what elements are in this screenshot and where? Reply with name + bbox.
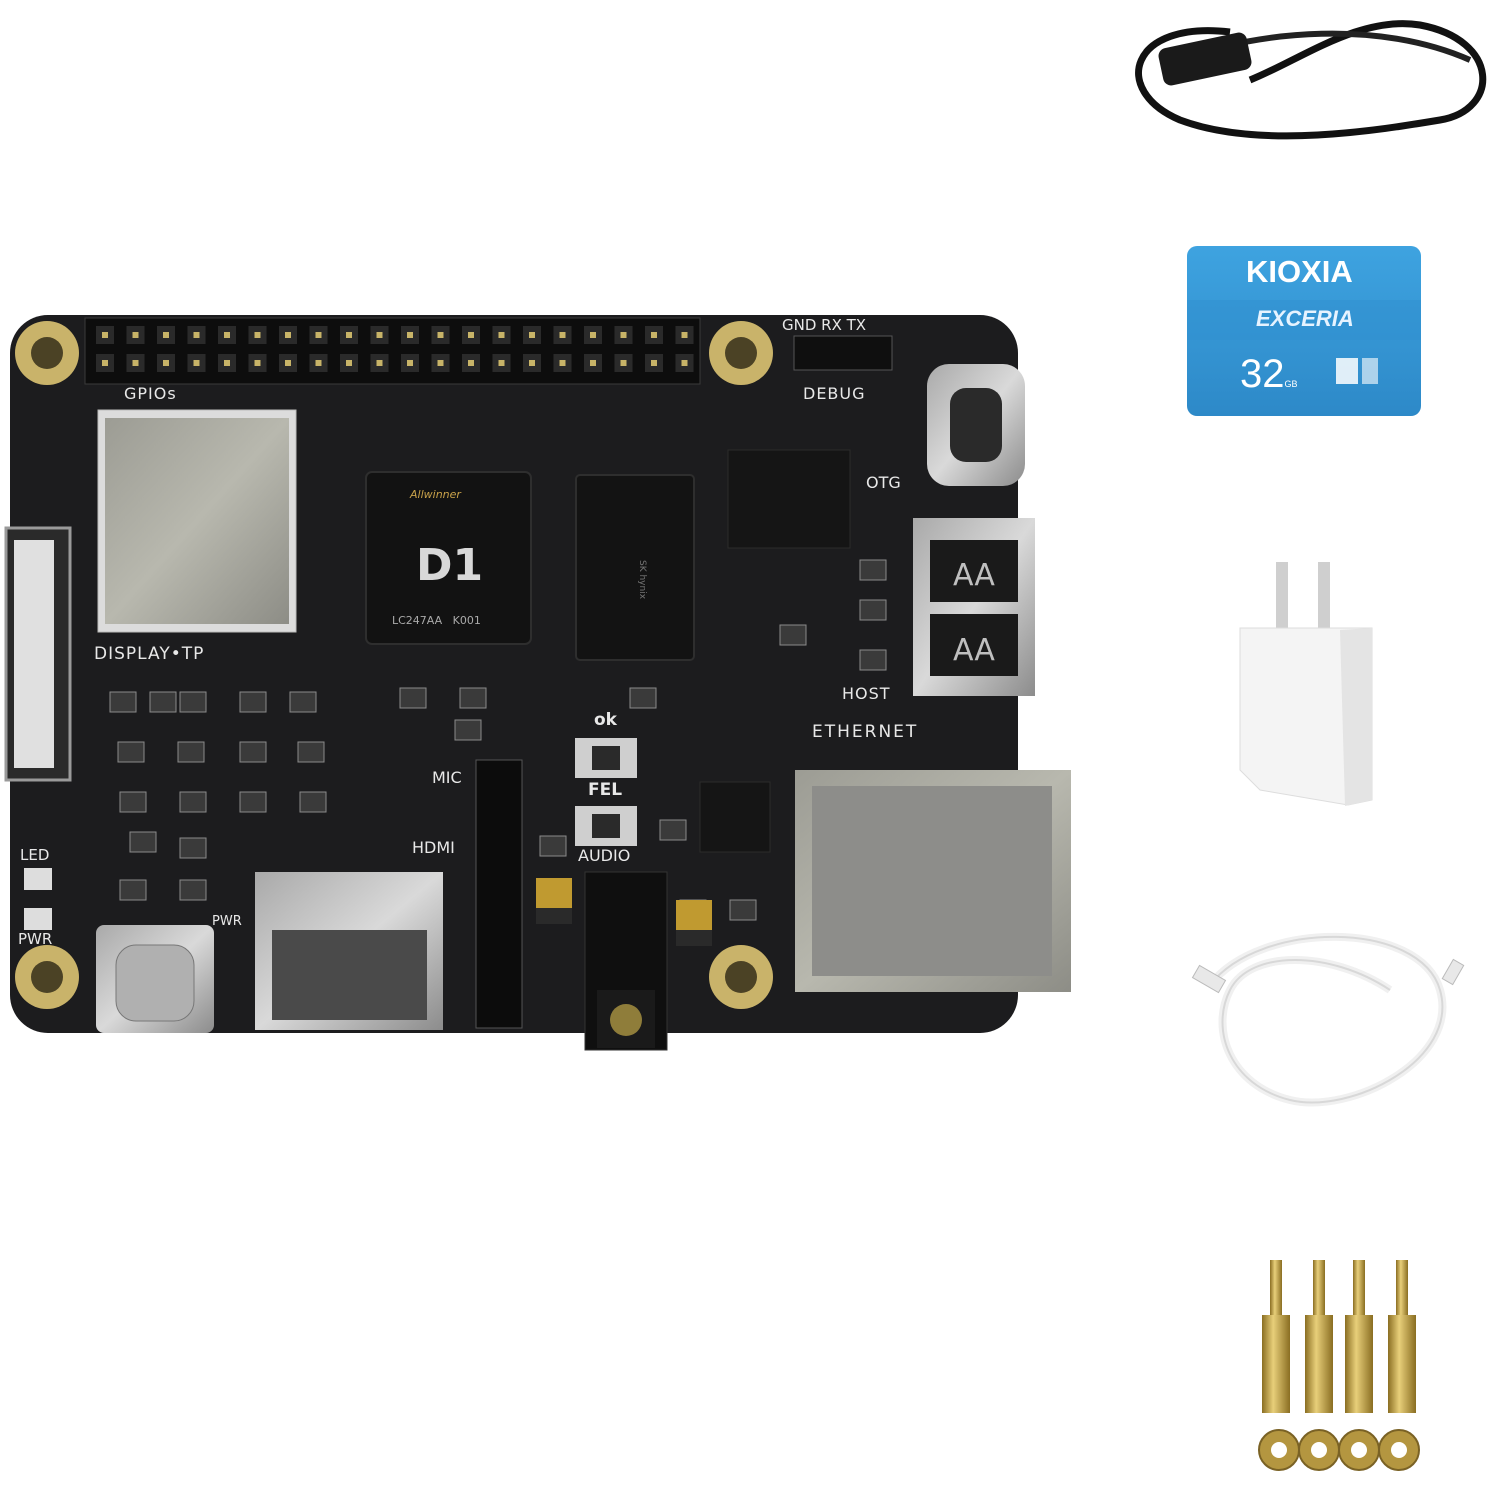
silk-hdmi: HDMI [412,838,455,857]
mounting-holes [15,321,773,1009]
brass-standoffs [1262,1260,1416,1413]
sd-capacity-unit: GB [1284,379,1298,389]
usb-c-otg-port [927,364,1025,486]
fel-button [575,806,637,846]
usb-cable [1191,932,1465,1107]
sd-capacity: 32GB [1240,352,1298,397]
silk-ok: ok [594,710,617,730]
silk-ethernet: ETHERNET [812,722,919,742]
svg-text:AA: AA [953,558,995,593]
usb-a-host-port: AA AA [913,518,1035,696]
power-adapter [1239,562,1373,806]
soc-code-2: K001 [452,614,481,627]
silk-audio: AUDIO [578,846,631,865]
soc-model: D1 [416,540,484,591]
wifi-module [97,409,297,633]
usb-hub-chip [727,449,851,549]
silk-fel: FEL [588,780,623,800]
microsd-card [1187,246,1421,416]
sd-line: EXCERIA [1256,306,1354,331]
silk-host: HOST [842,684,891,703]
hdmi-port [255,872,443,1030]
silk-mic: MIC [432,768,462,787]
silk-gpios: GPIOs [124,384,177,403]
brass-nuts [1258,1429,1420,1471]
sd-brand: KIOXIA [1246,254,1353,289]
svg-text:AA: AA [953,633,995,668]
silk-debug: DEBUG [803,384,866,403]
silk-otg: OTG [866,473,901,492]
d1-soc-chip [365,471,532,645]
silk-gnd-rx-tx: GND RX TX [782,316,867,334]
silk-display-tp: DISPLAY•TP [94,644,205,664]
svg-text:SK hynix: SK hynix [637,560,647,600]
debug-header [793,335,893,371]
silk-pwr: PWR [212,914,242,929]
soc-brand: Allwinner [410,488,461,501]
audio-jack [584,871,668,1051]
ethernet-jack [795,770,1071,992]
display-connector [4,526,72,782]
gpio-header [84,317,701,385]
ethernet-phy-chip [699,781,771,853]
passive-components [109,559,887,946]
ok-button [575,738,637,778]
soc-code: LC247AA K001 [392,614,481,627]
mic-connector [475,759,523,1029]
status-leds [24,868,52,930]
soc-code-1: LC247AA [392,614,443,627]
debug-cable [1135,20,1487,140]
sd-capacity-value: 32 [1240,352,1285,396]
usb-c-power-port [96,925,214,1033]
dram-chip: SK hynix [575,474,695,661]
silk-led: LED [20,846,50,864]
silk-pwr-side: PWR [18,930,53,948]
